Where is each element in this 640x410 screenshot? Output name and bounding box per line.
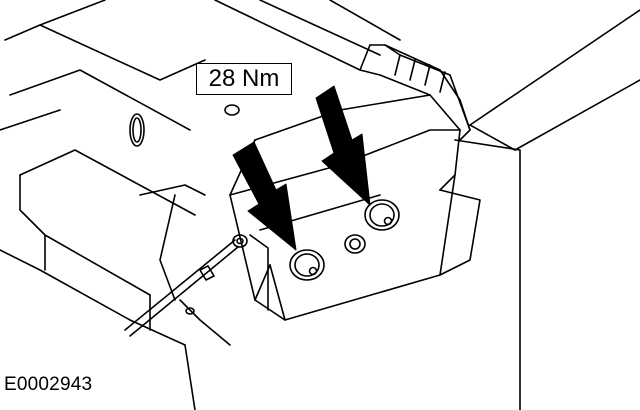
torque-value-label: 28 Nm [196,63,292,95]
hinge-bolt-right [364,199,400,231]
hinge-bolt-left [289,249,325,281]
hinge-bracket [229,44,481,321]
panel-holes [129,104,240,315]
figure-id-label: E0002943 [4,374,93,395]
arrow-to-right-bolt [315,85,371,206]
arrow-to-left-bolt [232,141,297,251]
hinge-pivot [344,234,366,254]
cable [124,234,248,337]
